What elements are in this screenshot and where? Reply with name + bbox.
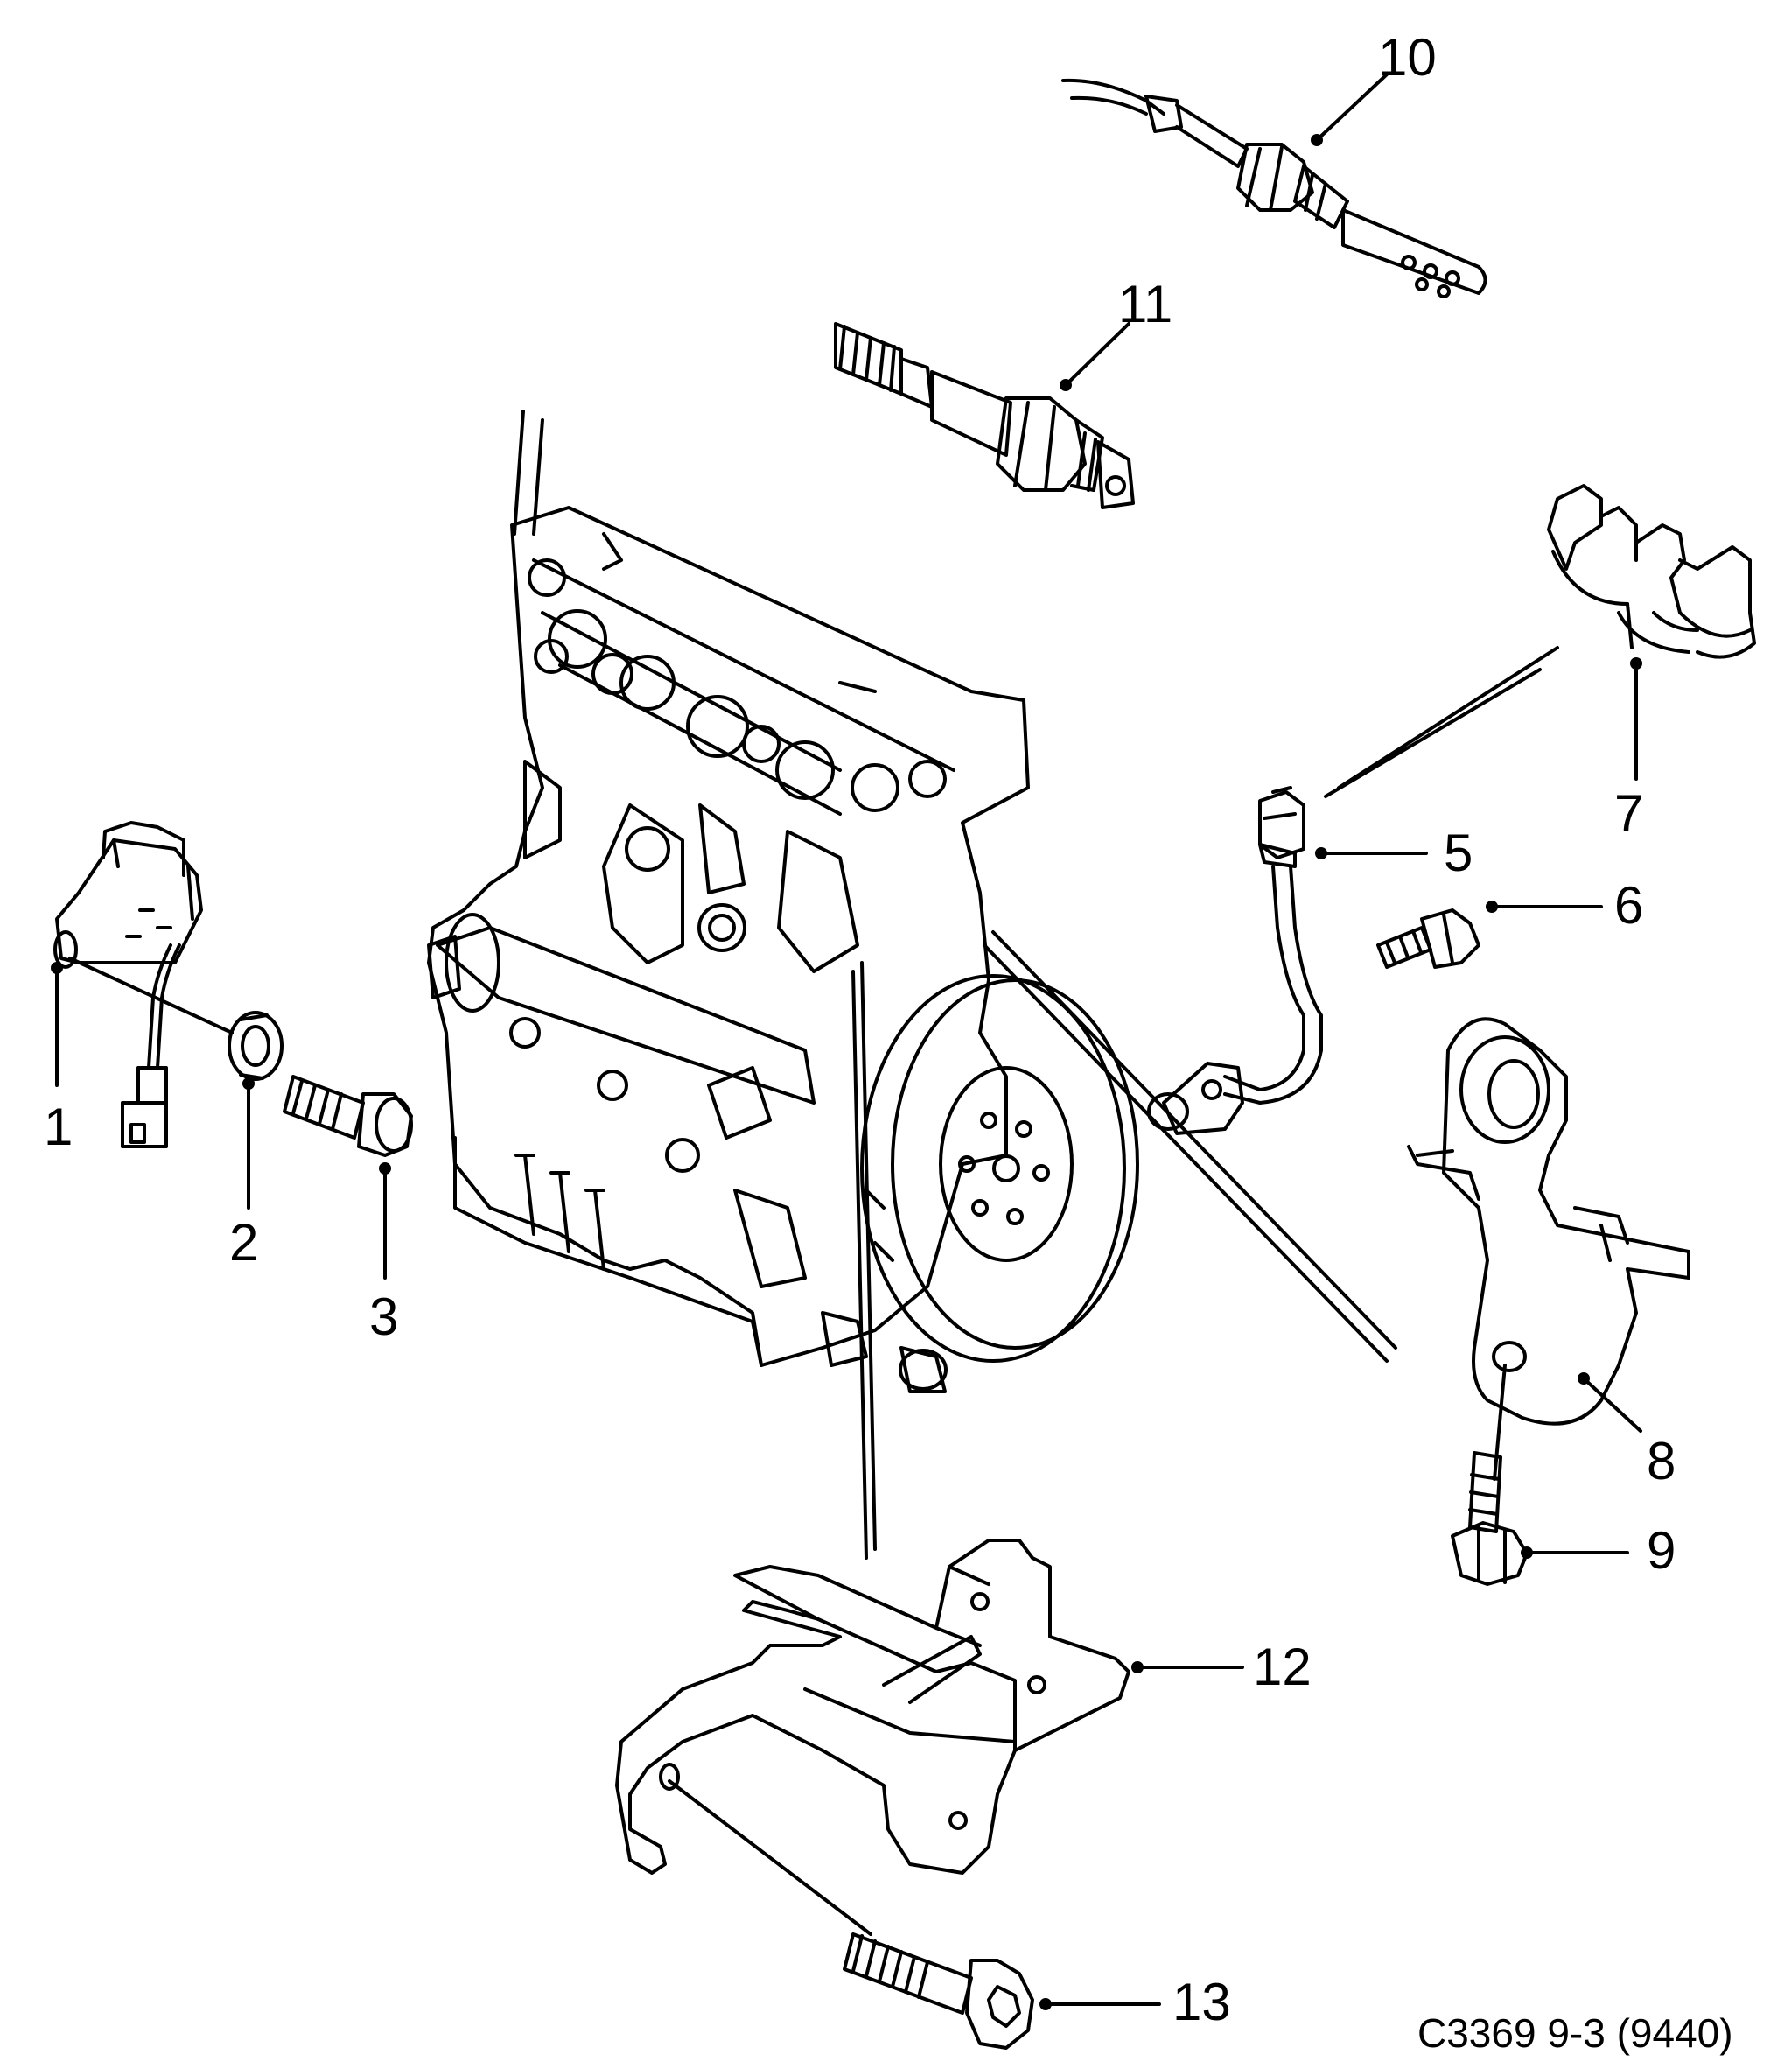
callout-3: 3	[369, 1287, 399, 1346]
clip-leader-lines	[1324, 646, 1559, 798]
part1-to-washer-line	[68, 957, 234, 1034]
callout-5: 5	[1444, 824, 1474, 882]
bracket-part-12	[615, 1539, 1244, 1875]
callout-2: 2	[229, 1213, 259, 1272]
sensor-part-10	[1061, 73, 1488, 298]
callout-13: 13	[1172, 1973, 1231, 2031]
bolt-part-3	[283, 1075, 413, 1280]
diagram-caption: C3369 9-3 (9440)	[1418, 2010, 1733, 2056]
sensor-part-1	[51, 821, 203, 1148]
washer-part-2	[228, 1011, 284, 1210]
sensor-leader-lines	[983, 930, 1397, 1363]
callout-1: 1	[44, 1098, 74, 1156]
bracket-to-bolt13-line	[668, 1779, 872, 1936]
bracket-leader-lines	[851, 961, 877, 1560]
pipe-clip-part-7	[1547, 484, 1756, 781]
callout-6: 6	[1614, 876, 1644, 935]
bolt-part-6	[1376, 901, 1603, 969]
callout-8: 8	[1647, 1432, 1676, 1490]
bolt-part-13	[843, 1932, 1161, 2050]
callout-11: 11	[1118, 275, 1173, 333]
bracket-part-8	[1407, 1017, 1690, 1433]
sensor-part-11	[834, 322, 1135, 509]
bracket-to-bolt-line	[1493, 1364, 1507, 1481]
engine-block	[427, 410, 1139, 1393]
callout-12: 12	[1253, 1638, 1312, 1696]
callout-10: 10	[1378, 28, 1437, 87]
callout-7: 7	[1614, 784, 1644, 843]
bolt-part-9	[1451, 1451, 1629, 1586]
sensor-part-5	[1147, 786, 1428, 1135]
callout-9: 9	[1647, 1521, 1676, 1580]
